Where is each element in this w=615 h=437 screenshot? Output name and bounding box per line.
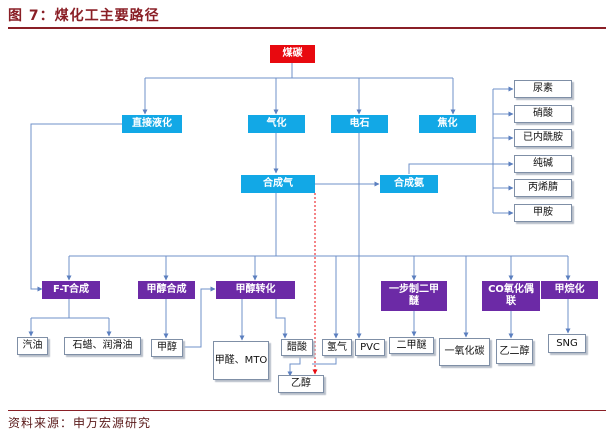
title-divider [8,27,606,29]
node-methanation: 甲烷化 [541,281,598,299]
node-dme: 二甲醚 [389,337,434,354]
node-caprolactam: 已内酰胺 [514,129,572,147]
node-methanol-conversion: 甲醇转化 [216,281,295,299]
footer-divider [8,410,606,411]
node-ethylene-glycol: 乙二醇 [496,339,533,364]
node-methanol-synthesis: 甲醇合成 [138,281,195,299]
node-calcium-carbide: 电石 [331,115,388,133]
figure-title: 图 7：煤化工主要路径 [8,8,160,24]
node-syngas: 合成气 [241,175,315,193]
node-hydrogen: 氢气 [322,339,352,356]
node-gasification: 气化 [248,115,305,133]
node-coal: 煤碳 [270,45,315,63]
node-ft-synthesis: F-T合成 [42,281,100,299]
node-urea: 尿素 [514,80,572,98]
node-ammonium-nitrate: 硝酸 [514,105,572,123]
node-soda-ash: 纯碱 [514,155,572,173]
node-formaldehyde-mto: 甲醛、MTO [213,341,269,380]
node-paraffin-lubricant: 石蜡、润滑油 [64,337,141,355]
node-direct-liquefaction: 直接液化 [122,115,182,133]
node-pvc: PVC [355,339,385,356]
node-synthetic-ammonia: 合成氨 [380,175,438,193]
node-carbon-monoxide: 一氧化碳 [439,338,490,366]
node-coking: 焦化 [419,115,476,133]
node-one-step-dme: 一步制二甲 醚 [381,281,447,311]
node-ethanol: 乙醇 [278,375,324,393]
node-methylamine: 甲胺 [514,204,572,222]
source-note: 资料来源：申万宏源研究 [8,416,152,430]
node-sng: SNG [548,334,586,353]
node-methanol: 甲醇 [151,339,183,357]
node-gasoline: 汽油 [17,337,48,355]
node-co-oxidative-coupling: CO氧化偶 联 [482,281,540,311]
node-acrylonitrile: 丙烯腈 [514,179,572,197]
node-acetic-acid: 醋酸 [281,339,313,356]
